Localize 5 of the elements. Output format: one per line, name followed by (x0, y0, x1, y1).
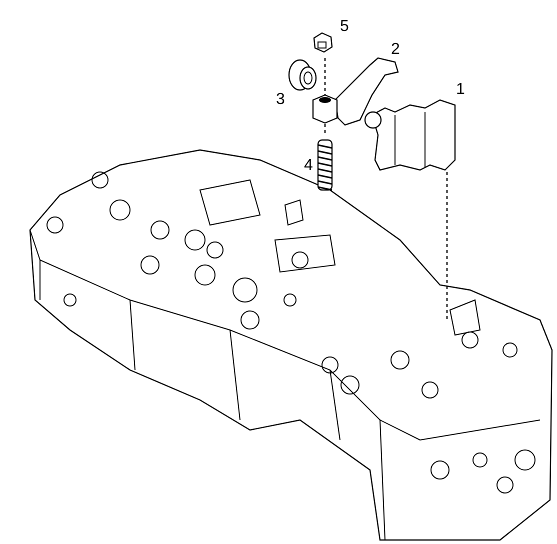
callout-number: 3 (276, 92, 285, 108)
callout-number: 4 (304, 158, 313, 174)
callout-number: 5 (340, 19, 349, 35)
callout-number: 1 (456, 82, 465, 98)
callout-number: 2 (391, 42, 400, 58)
